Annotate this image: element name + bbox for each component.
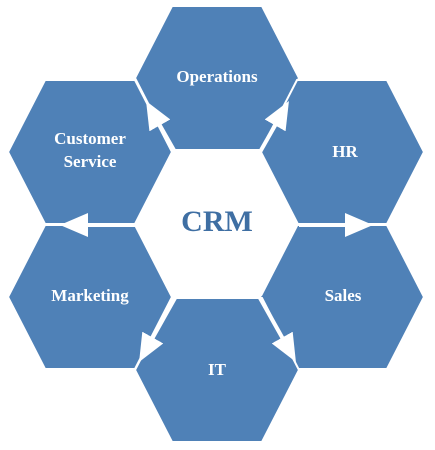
label-sales: Sales bbox=[325, 286, 362, 305]
center-label: CRM bbox=[181, 205, 253, 238]
hex-crm-center bbox=[135, 152, 299, 296]
label-marketing: Marketing bbox=[51, 286, 129, 305]
label-hr: HR bbox=[332, 142, 358, 161]
arrow-to-operations bbox=[146, 101, 177, 153]
label-it: IT bbox=[208, 360, 227, 379]
label-customer-service-line2: Service bbox=[64, 152, 117, 171]
arrow-to-hr bbox=[258, 101, 289, 153]
arrow-to-it bbox=[139, 297, 177, 362]
label-customer-service-line1: Customer bbox=[54, 129, 126, 148]
arrow-to-it-right bbox=[258, 297, 296, 362]
label-operations: Operations bbox=[176, 67, 258, 86]
